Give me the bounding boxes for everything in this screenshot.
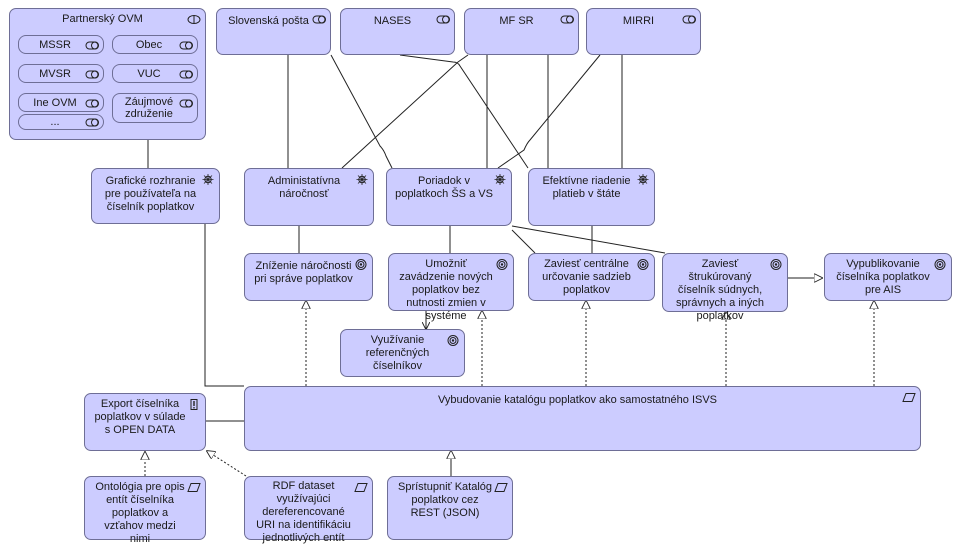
goal-znizenie-narocnosti[interactable]: Zníženie náročnosti pri správe poplatkov (244, 253, 373, 301)
line-poriadok-ciselnik (511, 225, 666, 254)
requirement-icon (187, 399, 201, 410)
line-posta-poriadok (330, 54, 393, 169)
goal-icon (636, 259, 650, 270)
stakeholder-nases[interactable]: NASES (340, 8, 455, 55)
deliverable-icon (187, 482, 201, 493)
partner-other[interactable]: ... (18, 114, 104, 130)
line-nases-efektivne (399, 54, 529, 169)
driver-icon (636, 174, 650, 185)
goal-icon (933, 259, 947, 270)
deliverable-icon (354, 482, 368, 493)
role-icon (85, 117, 99, 128)
requirement-export-open-data[interactable]: Export číselníka poplatkov v súlade s OP… (84, 393, 206, 451)
goal-vypublikovanie-ciselnika[interactable]: Vypublikovanie číselníka poplatkov pre A… (824, 253, 952, 301)
stakeholder-icon (560, 14, 574, 25)
stakeholder-icon (436, 14, 450, 25)
deliverable-ontologia[interactable]: Ontológia pre opis entít číselníka popla… (84, 476, 206, 545)
role-icon (179, 40, 193, 51)
partner-obec[interactable]: Obec (112, 35, 198, 54)
line-mfsr-admin (341, 54, 469, 169)
driver-icon (493, 174, 507, 185)
goal-icon (354, 259, 368, 270)
partner-ine-ovm[interactable]: Ine OVM (18, 93, 104, 112)
line-poriadok-ciselnik-2 (511, 229, 536, 254)
work-package-katalog[interactable]: Vybudovanie katalógu poplatkov ako samos… (244, 386, 921, 451)
role-icon (85, 69, 99, 80)
line-mirri-poriadok (497, 54, 601, 169)
deliverable-rdf-dataset[interactable]: RDF dataset využívajúci dereferencované … (244, 476, 373, 544)
work-package-icon (902, 392, 916, 403)
driver-efektivne-riadenie[interactable]: Efektívne riadenie platieb v štáte (528, 168, 655, 226)
goal-icon (769, 259, 783, 270)
partner-ovm-title: Partnerský OVM (62, 13, 143, 25)
stakeholder-icon (682, 14, 696, 25)
role-icon (179, 98, 193, 109)
driver-icon (355, 174, 369, 185)
partner-mvsr[interactable]: MVSR (18, 64, 104, 83)
partner-zaujmove-zdruzenie[interactable]: Záujmové združenie (112, 93, 198, 123)
deliverable-icon (494, 482, 508, 493)
role-icon (179, 69, 193, 80)
driver-graficke-rozhranie[interactable]: Grafické rozhranie pre používateľa na čí… (91, 168, 220, 224)
role-icon (85, 40, 99, 51)
goal-icon (495, 259, 509, 270)
driver-administrativna-narocnost[interactable]: Administatívna náročnosť (244, 168, 374, 226)
dash-rdf-export (207, 451, 247, 477)
goal-umoznit-zavadzenie[interactable]: Umožniť zavádzenie nových poplatkov bez … (388, 253, 514, 322)
line-grafike-wp (204, 224, 244, 387)
partner-vuc[interactable]: VUC (112, 64, 198, 83)
stakeholder-icon (312, 14, 326, 25)
driver-poriadok-v-poplatkoch[interactable]: Poriadok v poplatkoch ŠS a VS (386, 168, 512, 226)
partner-mssr[interactable]: MSSR (18, 35, 104, 54)
goal-centralne-urcovanie[interactable]: Zaviesť centrálne určovanie sadzieb popl… (528, 253, 655, 301)
stakeholder-slovenska-posta[interactable]: Slovenská pošta (216, 8, 331, 55)
stakeholder-mirri[interactable]: MIRRI (586, 8, 701, 55)
goal-vyuzivanie-referencnych[interactable]: Využívanie referenčných číselníkov (340, 329, 465, 377)
driver-icon (201, 174, 215, 185)
stakeholder-icon (187, 14, 201, 25)
goal-strukturovany-ciselnik[interactable]: Zaviesť štrukúrovaný číselník súdnych, s… (662, 253, 788, 322)
role-icon (85, 98, 99, 109)
goal-icon (446, 335, 460, 346)
stakeholder-mf-sr[interactable]: MF SR (464, 8, 579, 55)
deliverable-rest-json[interactable]: Sprístupniť Katalóg poplatkov cez REST (… (387, 476, 513, 540)
